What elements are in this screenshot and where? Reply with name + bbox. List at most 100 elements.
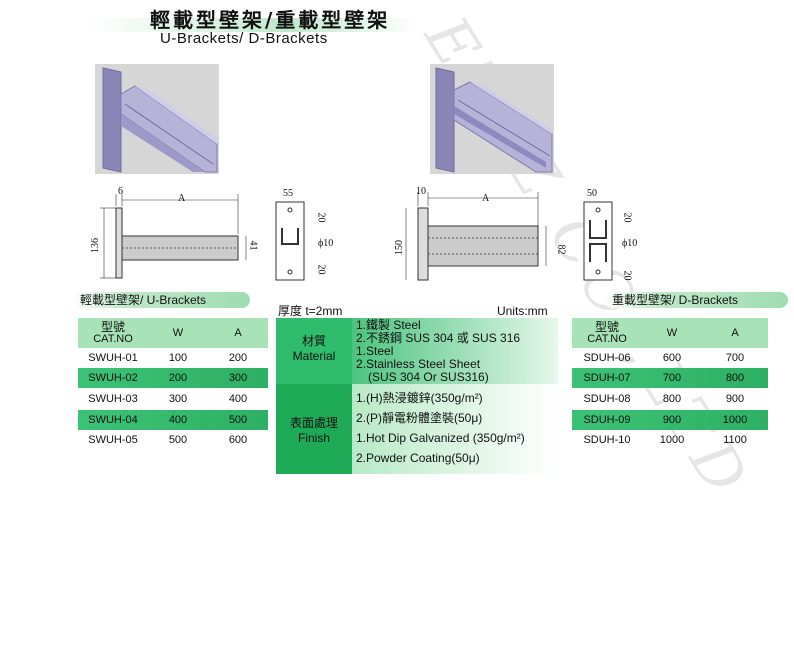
a-value: 700 (725, 352, 745, 364)
cat-no: SDUH-10 (583, 434, 631, 446)
cat-no: SWUH-04 (88, 414, 138, 426)
finish-label: 表面處理 Finish (276, 384, 352, 474)
w-value: 100 (168, 352, 188, 364)
cat-no: SWUH-05 (88, 434, 138, 446)
finish-line: 1.Hot Dip Galvanized (350g/m²) (356, 431, 525, 445)
material-row: 材質 Material 1.鐵製 Steel 2.不銹鋼 SUS 304 或 S… (276, 318, 558, 384)
w-value: 800 (662, 393, 682, 405)
d-brackets-label: 重載型壁架/ D-Brackets (604, 292, 788, 308)
u-brackets-table: 型號 CAT.NO W A SWUH-01 100 200 SWUH-02 20… (78, 318, 268, 450)
table-row: SDUH-07 700 800 (572, 368, 768, 388)
d-cat-en: CAT.NO (587, 333, 627, 345)
material-label-en: Material (292, 349, 336, 363)
material-line: (SUS 304 Or SUS316) (368, 370, 489, 384)
cat-no: SWUH-03 (88, 393, 138, 405)
table-row: SWUH-04 400 500 (78, 410, 268, 430)
finish-line: 2.(P)靜電粉體塗裝(50μ) (356, 411, 483, 425)
w-value: 1000 (659, 434, 685, 446)
dim-20-bottom: 20 (315, 264, 327, 275)
a-value: 1100 (723, 434, 747, 446)
units-label: Units:mm (497, 304, 548, 318)
u-brackets-label: 輕載型壁架/ U-Brackets (72, 292, 250, 308)
d-w-header: W (666, 327, 678, 339)
material-line: 2.Stainless Steel Sheet (356, 357, 481, 371)
w-value: 900 (662, 414, 682, 426)
dim-50: 50 (587, 188, 597, 199)
dim-phi-right: ϕ10 (622, 238, 638, 249)
d-bracket-photo (430, 64, 554, 174)
dim-a-left: A (178, 193, 186, 204)
thickness-label: 厚度 t=2mm (278, 304, 343, 318)
cat-no: SDUH-08 (583, 393, 631, 405)
u-w-header: W (172, 327, 184, 339)
dim-150: 150 (394, 240, 405, 255)
w-value: 700 (662, 372, 682, 384)
u-bracket-photo (95, 64, 219, 174)
finish-label-zh: 表面處理 (289, 416, 338, 430)
a-value: 400 (228, 393, 248, 405)
material-label-zh: 材質 (301, 334, 326, 348)
w-value: 500 (168, 434, 188, 446)
finish-row: 表面處理 Finish 1.(H)熱浸鍍鋅(350g/m²) 2.(P)靜電粉體… (276, 384, 558, 474)
u-table-header: 型號 CAT.NO W A (78, 318, 268, 348)
material-values: 1.鐵製 Steel 2.不銹鋼 SUS 304 或 SUS 316 1.Ste… (352, 318, 558, 384)
a-value: 900 (725, 393, 745, 405)
page-title-en: U-Brackets/ D-Brackets (160, 30, 328, 47)
material-line: 1.鐵製 Steel (356, 318, 421, 332)
u-bracket-side-drawing (100, 194, 247, 279)
a-value: 1000 (722, 414, 748, 426)
cat-no: SDUH-07 (583, 372, 631, 384)
d-bracket-side-drawing (405, 192, 547, 281)
table-row: SDUH-08 800 900 (572, 388, 768, 410)
table-row: SDUH-10 1000 1100 (572, 430, 768, 450)
finish-line: 2.Powder Coating(50μ) (356, 451, 480, 465)
a-value: 800 (725, 372, 745, 384)
table-row: SWUH-03 300 400 (78, 388, 268, 410)
dim-phi-left: ϕ10 (318, 238, 334, 249)
dim-41: 41 (247, 240, 259, 251)
a-value: 500 (228, 414, 248, 426)
dim-20-top: 20 (315, 212, 327, 223)
dim-20-bottom-right: 20 (621, 270, 633, 281)
w-value: 300 (168, 393, 188, 405)
dim-10: 10 (416, 186, 426, 197)
finish-values: 1.(H)熱浸鍍鋅(350g/m²) 2.(P)靜電粉體塗裝(50μ) 1.Ho… (352, 384, 558, 474)
dim-6: 6 (118, 186, 123, 197)
cat-no: SDUH-06 (583, 352, 631, 364)
cat-no: SWUH-02 (88, 372, 138, 384)
d-brackets-table: 型號 CAT.NO W A SDUH-06 600 700 SDUH-07 70… (572, 318, 768, 450)
dim-55: 55 (283, 188, 293, 199)
dim-82: 82 (555, 244, 567, 255)
page-title-zh: 輕載型壁架/重載型壁架 (150, 8, 391, 32)
cat-no: SWUH-01 (88, 352, 138, 364)
table-row: SDUH-06 600 700 (572, 348, 768, 368)
a-value: 300 (228, 372, 248, 384)
d-table-header: 型號 CAT.NO W A (572, 318, 768, 348)
d-bracket-front-drawing (583, 201, 613, 281)
a-value: 200 (228, 352, 248, 364)
a-value: 600 (228, 434, 248, 446)
table-row: SWUH-01 100 200 (78, 348, 268, 368)
header-bar (88, 18, 418, 32)
u-bracket-front-drawing (275, 201, 305, 281)
material-line: 1.Steel (356, 344, 394, 358)
dim-20-top-right: 20 (621, 212, 633, 223)
u-cat-zh: 型號 (100, 320, 125, 334)
d-cat-zh: 型號 (594, 320, 619, 334)
material-line: 2.不銹鋼 SUS 304 或 SUS 316 (356, 331, 521, 345)
w-value: 600 (662, 352, 682, 364)
u-a-header: A (234, 327, 242, 339)
d-a-header: A (731, 327, 739, 339)
u-cat-header: 型號 CAT.NO (78, 318, 148, 348)
material-label: 材質 Material (276, 318, 352, 384)
u-cat-en: CAT.NO (93, 333, 133, 345)
table-row: SDUH-09 900 1000 (572, 410, 768, 430)
w-value: 200 (168, 372, 188, 384)
cat-no: SDUH-09 (583, 414, 631, 426)
table-row: SWUH-02 200 300 (78, 368, 268, 388)
finish-label-en: Finish (297, 431, 330, 445)
table-row: SWUH-05 500 600 (78, 430, 268, 450)
d-cat-header: 型號 CAT.NO (572, 318, 642, 348)
finish-line: 1.(H)熱浸鍍鋅(350g/m²) (356, 391, 483, 405)
w-value: 400 (168, 414, 188, 426)
